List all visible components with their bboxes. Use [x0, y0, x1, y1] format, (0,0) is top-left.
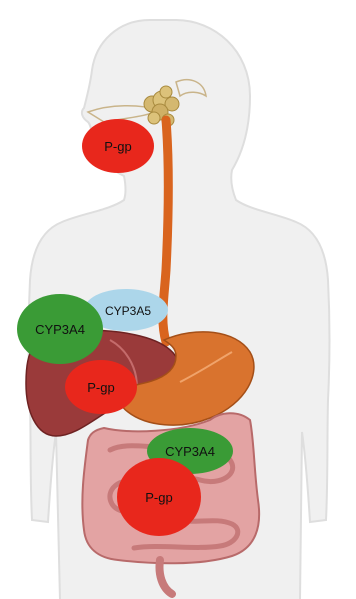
pgp-intestine-label: P-gp: [145, 490, 172, 505]
pgp-head-label: P-gp: [104, 139, 131, 154]
cyp3a4-liver-label: CYP3A4: [35, 322, 85, 337]
pgp-liver-label: P-gp: [87, 380, 114, 395]
cyp3a4-intestine-label: CYP3A4: [165, 444, 215, 459]
cyp3a5-label: CYP3A5: [105, 304, 151, 318]
